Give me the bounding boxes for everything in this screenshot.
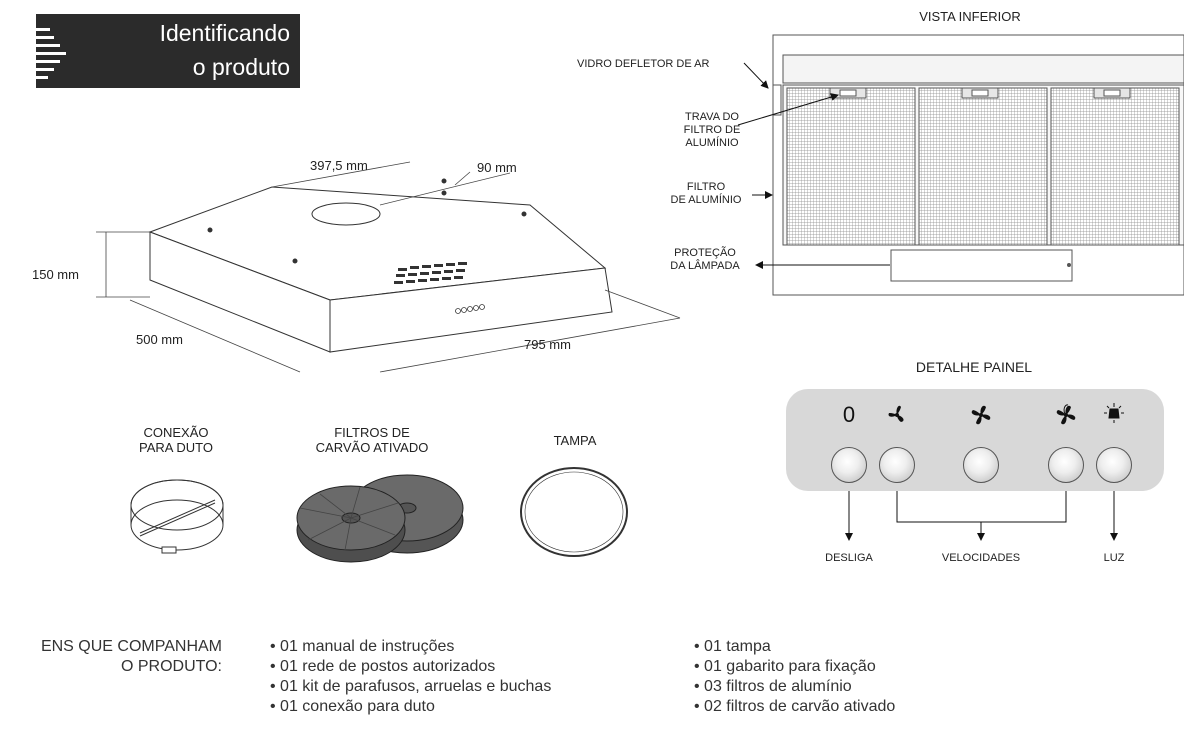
list-item: 01 tampa (694, 637, 895, 657)
panel-connector-lines (845, 483, 1118, 541)
list-item: 02 filtros de carvão ativado (694, 697, 895, 717)
label-air-deflector-glass: VIDRO DEFLETOR DE AR (577, 58, 710, 70)
dimension-lines (96, 161, 681, 373)
banner-title-line1: Identificando (159, 20, 290, 46)
list-item: 01 gabarito para fixação (694, 657, 895, 677)
section-banner: Identificando o produto (36, 14, 300, 88)
list-item: 01 conexão para duto (270, 697, 551, 717)
panel-title: DETALHE PAINEL (915, 359, 1033, 375)
dim-duct: 90 mm (477, 160, 517, 175)
light-button[interactable] (1096, 447, 1132, 483)
included-items-list-2: 01 tampa 01 gabarito para fixação 03 fil… (694, 637, 895, 717)
bottom-view-drawing (772, 34, 1184, 296)
banner-title-line2: o produto (192, 54, 290, 80)
lid-drawing (520, 467, 628, 557)
fan-speed-3-icon (1049, 402, 1083, 434)
hood-left-face (149, 231, 331, 353)
dim-width: 795 mm (524, 337, 571, 352)
dim-depth: 500 mm (136, 332, 183, 347)
fan-speed-2-icon (964, 402, 998, 434)
label-off: DESLIGA (825, 552, 873, 564)
included-items-list-1: 01 manual de instruções 01 rede de posto… (270, 637, 551, 717)
speed-1-button[interactable] (879, 447, 915, 483)
lamp-cover (890, 249, 1073, 282)
speed-3-button[interactable] (1048, 447, 1084, 483)
hood-drawing (148, 178, 613, 353)
off-button[interactable] (831, 447, 867, 483)
dim-height: 150 mm (32, 267, 79, 282)
bottom-view-title: VISTA INFERIOR (919, 9, 1021, 24)
hood-buttons (455, 304, 485, 314)
duct-connector-drawing (130, 479, 224, 554)
aluminum-filter-2 (918, 87, 1048, 246)
list-item: 03 filtros de alumínio (694, 677, 895, 697)
list-item: 01 rede de postos autorizados (270, 657, 551, 677)
carbon-filters-drawing (296, 474, 464, 563)
list-item: 01 manual de instruções (270, 637, 551, 657)
off-symbol: 0 (842, 402, 856, 427)
fan-speed-1-icon (880, 402, 914, 434)
list-item: 01 kit de parafusos, arruelas e buchas (270, 677, 551, 697)
label-speeds: VELOCIDADES (941, 552, 1021, 564)
dim-width-top: 397,5 mm (310, 158, 368, 173)
label-lid: TAMPA (553, 433, 597, 448)
aluminum-filter-3 (1050, 87, 1180, 246)
hood-vents (394, 262, 467, 284)
lamp-icon (1097, 402, 1131, 434)
speed-2-button[interactable] (963, 447, 999, 483)
callout-arrows (737, 62, 890, 269)
aluminum-filter-1 (786, 87, 916, 246)
label-light: LUZ (1103, 552, 1125, 564)
duct-opening (311, 202, 381, 226)
